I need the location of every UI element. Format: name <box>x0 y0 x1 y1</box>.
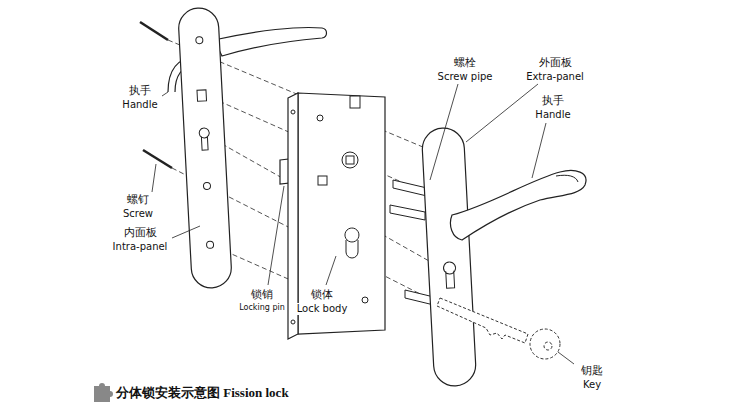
part-label: Screw pipe <box>437 71 494 83</box>
key-hole <box>544 342 552 350</box>
case-hole <box>317 115 323 121</box>
faceplate-hole <box>291 110 295 114</box>
spindle-hole <box>197 90 207 101</box>
screw <box>143 150 172 168</box>
part-label: Handle <box>121 99 158 111</box>
part-label: Lock body <box>296 303 349 315</box>
part-label: 钥匙 <box>580 364 604 377</box>
part-label: Locking pin <box>238 303 286 313</box>
leader-line <box>558 352 574 364</box>
key-blade <box>437 298 528 343</box>
part-label: Intra-panel <box>112 241 169 253</box>
leader-line <box>466 84 538 142</box>
part-label: 螺钉 <box>126 193 150 206</box>
spindle-bar <box>390 205 425 220</box>
part-label: 锁体 <box>310 288 334 301</box>
case-hole <box>362 297 368 303</box>
key-bow <box>530 329 560 359</box>
leader-line <box>326 256 336 285</box>
keyhole <box>443 262 456 289</box>
spindle-square <box>346 156 354 164</box>
case-slot <box>318 176 327 185</box>
caption: 分体锁安装示意图 Fission lock <box>116 385 289 401</box>
case-notch <box>350 96 360 108</box>
part-label: 执手 <box>541 94 565 107</box>
screw-hole <box>206 241 213 248</box>
leader-line <box>430 84 458 180</box>
leader-line <box>152 164 156 192</box>
part-label: 螺栓 <box>453 56 477 69</box>
handle-lever <box>214 28 327 57</box>
keyhole <box>199 128 210 150</box>
faceplate-hole <box>291 320 295 324</box>
part-label: Screw <box>122 208 154 220</box>
lock-body-case <box>298 93 385 334</box>
part-label: 内面板 <box>123 226 158 239</box>
cylinder-hole <box>345 228 359 258</box>
leader-line <box>268 186 284 285</box>
leader-line <box>162 92 168 96</box>
part-label: Handle <box>534 109 571 121</box>
handle-lever <box>450 171 586 240</box>
part-label: 锁销 <box>250 288 274 301</box>
leader-line <box>172 226 200 238</box>
puzzle-icon <box>94 383 113 402</box>
screw-hole <box>203 182 210 189</box>
intra-panel-plate <box>178 7 233 289</box>
screw <box>140 22 168 40</box>
handle-edge <box>556 175 578 182</box>
spindle-hub <box>342 152 358 168</box>
part-label: 外面板 <box>538 56 573 69</box>
part-label: 执手 <box>128 84 152 97</box>
part-label: Extra-panel <box>525 71 585 83</box>
screw-pipe <box>393 180 427 196</box>
leader-line <box>532 123 546 178</box>
extra-panel-plate <box>421 127 476 387</box>
part-label: Key <box>582 379 602 391</box>
screw-hole <box>196 36 203 43</box>
